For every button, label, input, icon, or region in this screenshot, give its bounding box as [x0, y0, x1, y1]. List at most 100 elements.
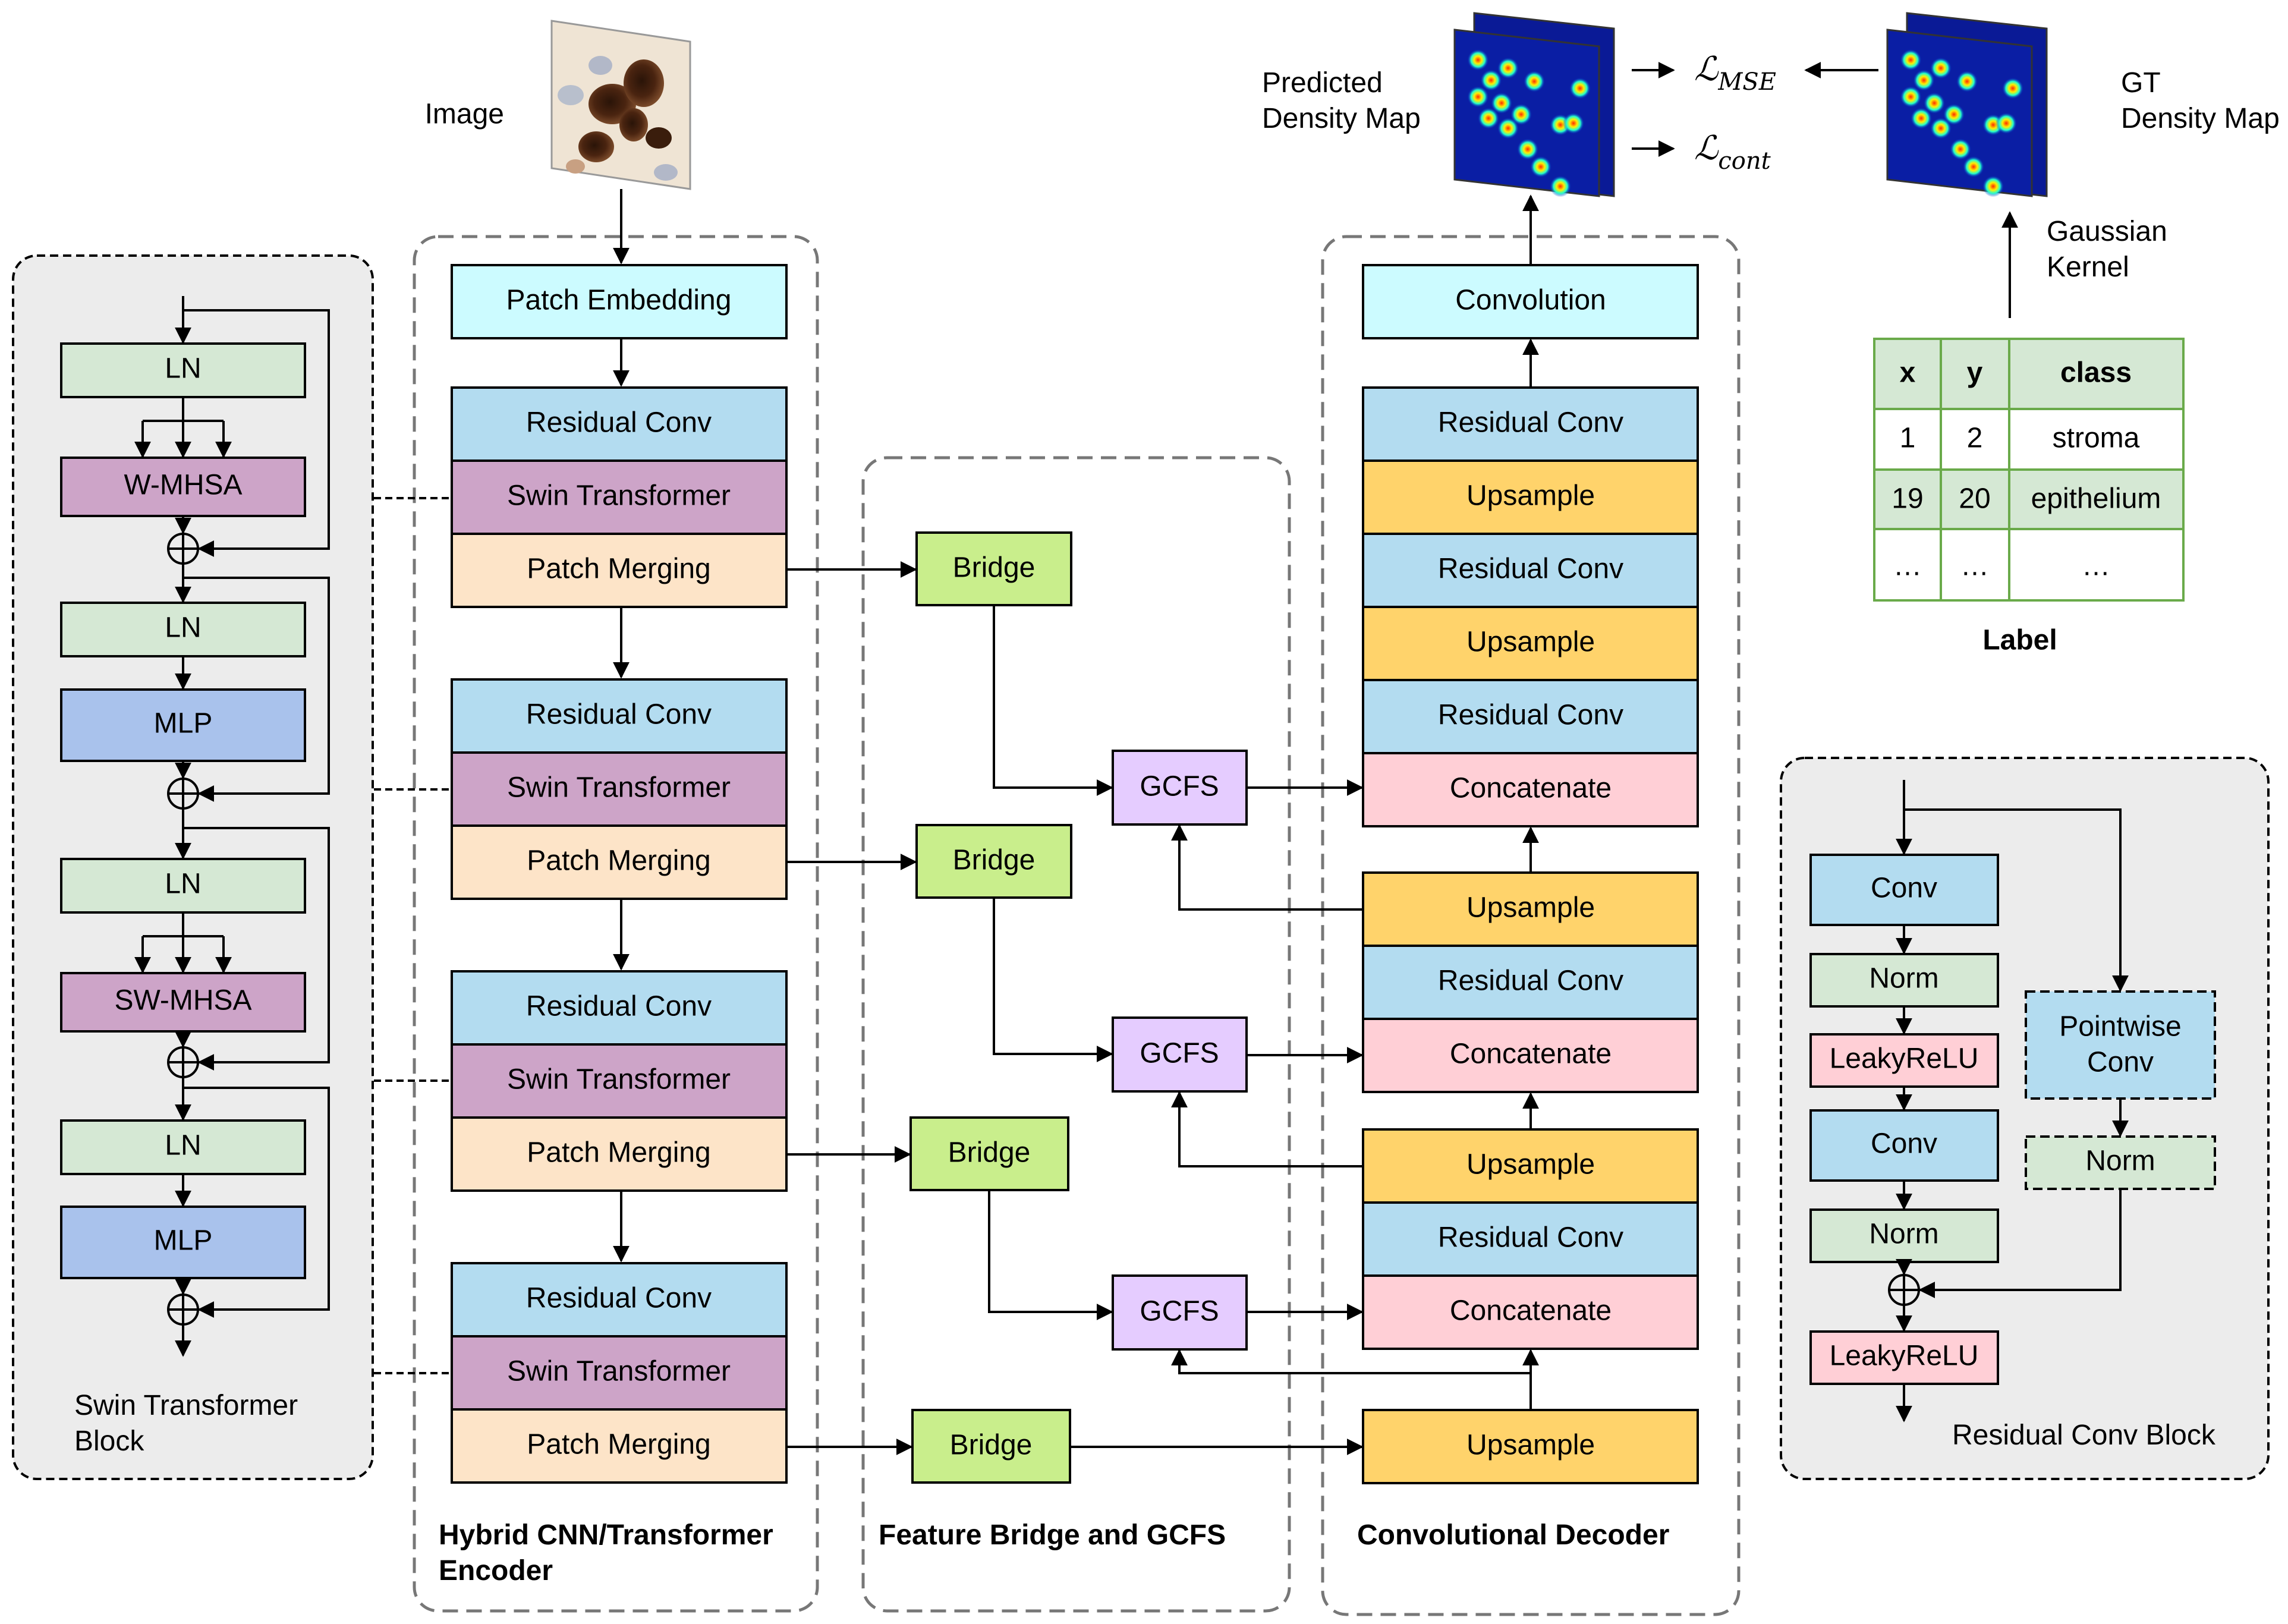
enc-residual-conv-1 [451, 386, 788, 462]
dec-residual-conv-label-4: Residual Conv [1438, 965, 1623, 997]
enc-patch-merging-2 [451, 824, 788, 900]
gcfs-label-3: GCFS [1140, 1296, 1219, 1327]
bridge-label-1: Bridge [953, 552, 1036, 584]
enc-swin-transformer-label-4: Swin Transformer [507, 1356, 731, 1387]
res-conv-block: Conv Norm LeakyReLU Conv Norm LeakyReLU … [1809, 780, 2216, 1451]
bridge-panel [861, 456, 1291, 1613]
swmhsa-box [60, 972, 306, 1033]
rb-leaky-label-1: LeakyReLU [1830, 1043, 1979, 1075]
dec-upsample-label-4: Upsample [1466, 1149, 1595, 1181]
encoder-caption-line1: Hybrid CNN/Transformer [439, 1519, 773, 1551]
wmhsa-label: W-MHSA [124, 470, 242, 501]
swin-block-title-line2: Block [74, 1425, 144, 1457]
enc-residual-conv-4 [451, 1262, 788, 1337]
encoder: Patch Embedding Residual Conv Swin Trans… [439, 264, 788, 1587]
gaussian-kernel-line2: Kernel [2047, 251, 2129, 283]
gaussian-kernel-line1: Gaussian [2047, 216, 2167, 247]
decoder-panel [1321, 235, 1741, 1616]
label-caption: Label [1982, 625, 2057, 656]
dec-concat-label-1: Concatenate [1450, 773, 1612, 804]
loss-cont: ℒcont [1694, 129, 1771, 175]
dec-concat-label-2: Concatenate [1450, 1038, 1612, 1070]
enc-patch-merging-label-3: Patch Merging [527, 1137, 711, 1169]
mlp-label-2: MLP [154, 1225, 213, 1257]
rb-norm-label-1: Norm [1869, 963, 1938, 994]
dec-residual-conv-label-1: Residual Conv [1438, 407, 1623, 439]
encoder-caption-line2: Encoder [439, 1555, 553, 1587]
pred-map-label-line1: Predicted [1262, 67, 1383, 99]
decoder: Convolution Residual Conv Upsample Resid… [1357, 194, 1699, 1551]
predicted-density-map [1453, 12, 1615, 197]
rb-leaky-box-2 [1809, 1330, 1999, 1385]
res-block-title: Residual Conv Block [1952, 1420, 2216, 1451]
add-icon [1888, 1274, 1920, 1306]
rb-conv-label-2: Conv [1871, 1128, 1937, 1160]
rb-leaky-label-2: LeakyReLU [1830, 1340, 1979, 1372]
swmhsa-label: SW-MHSA [114, 985, 251, 1016]
rb-pointwise-label-line2: Conv [2087, 1047, 2154, 1078]
enc-swin-transformer-4 [451, 1335, 788, 1411]
encoder-bridge-arrows [786, 561, 1531, 1455]
patch-embedding-label: Patch Embedding [506, 285, 732, 316]
convolution-label: Convolution [1455, 285, 1606, 316]
dec-residual-conv-2 [1362, 533, 1699, 608]
gt-map-label-line2: Density Map [2121, 103, 2280, 134]
gcfs-box-1 [1112, 750, 1248, 826]
enc-patch-merging-3 [451, 1116, 788, 1192]
enc-swin-transformer-3 [451, 1043, 788, 1119]
table-cell-r2-y: 20 [1959, 483, 1990, 515]
mlp-box-2 [60, 1206, 306, 1279]
dec-residual-conv-1 [1362, 386, 1699, 462]
table-cell-r3-x: … [1893, 550, 1922, 582]
enc-residual-conv-label-2: Residual Conv [526, 699, 712, 731]
bridge-gcfs: Bridge Bridge Bridge Bridge GCFS GCFS GC… [879, 531, 1248, 1551]
table-cell-r2-class: epithelium [2031, 483, 2161, 515]
image-label: Image [425, 99, 504, 130]
rb-conv-label-1: Conv [1871, 873, 1937, 904]
swin-to-encoder-links [374, 497, 450, 1374]
enc-swin-transformer-label-3: Swin Transformer [507, 1064, 731, 1096]
ln-label-3: LN [165, 868, 201, 900]
table-cell-r1-x: 1 [1900, 423, 1916, 454]
dec-concat-3 [1362, 1274, 1699, 1350]
dec-upsample-3 [1362, 871, 1699, 947]
dec-upsample-5 [1362, 1409, 1699, 1484]
dec-residual-conv-5 [1362, 1201, 1699, 1277]
enc-patch-merging-4 [451, 1408, 788, 1484]
dec-concat-2 [1362, 1018, 1699, 1093]
ln-label-2: LN [165, 612, 201, 644]
wmhsa-box [60, 457, 306, 517]
enc-residual-conv-label-1: Residual Conv [526, 407, 712, 439]
bridge-box-1 [915, 531, 1072, 606]
bridge-label-2: Bridge [953, 845, 1036, 876]
table-cell-r3-class: … [2082, 550, 2110, 582]
enc-swin-transformer-label-2: Swin Transformer [507, 772, 731, 804]
rb-norm-label-3: Norm [2085, 1145, 2155, 1177]
bridge-box-3 [909, 1116, 1069, 1191]
ln-box-1 [60, 342, 306, 398]
bridge-box-2 [915, 824, 1072, 899]
enc-residual-conv-label-3: Residual Conv [526, 991, 712, 1022]
loss-arrows [1632, 62, 2018, 318]
enc-patch-merging-label-1: Patch Merging [527, 553, 711, 585]
ln-box-4 [60, 1119, 306, 1175]
bridge-label-3: Bridge [948, 1137, 1031, 1169]
encoder-panel [413, 235, 819, 1613]
rb-conv-box-2 [1809, 1109, 1999, 1182]
dec-upsample-label-5: Upsample [1466, 1430, 1595, 1461]
dec-concat-label-3: Concatenate [1450, 1295, 1612, 1327]
input-image [550, 20, 691, 190]
table-header-class: class [2060, 357, 2132, 389]
enc-residual-conv-3 [451, 970, 788, 1046]
dec-upsample-label-3: Upsample [1466, 892, 1595, 924]
gt-map-label-line1: GT [2121, 67, 2161, 99]
dec-residual-conv-label-5: Residual Conv [1438, 1222, 1623, 1254]
dec-upsample-label-1: Upsample [1466, 480, 1595, 512]
rb-pointwise-label-line1: Pointwise [2059, 1011, 2181, 1043]
enc-swin-transformer-label-1: Swin Transformer [507, 480, 731, 512]
table-cell-r1-y: 2 [1967, 423, 1983, 454]
mlp-label-1: MLP [154, 708, 213, 739]
enc-residual-conv-label-4: Residual Conv [526, 1283, 712, 1314]
dec-concat-1 [1362, 752, 1699, 827]
